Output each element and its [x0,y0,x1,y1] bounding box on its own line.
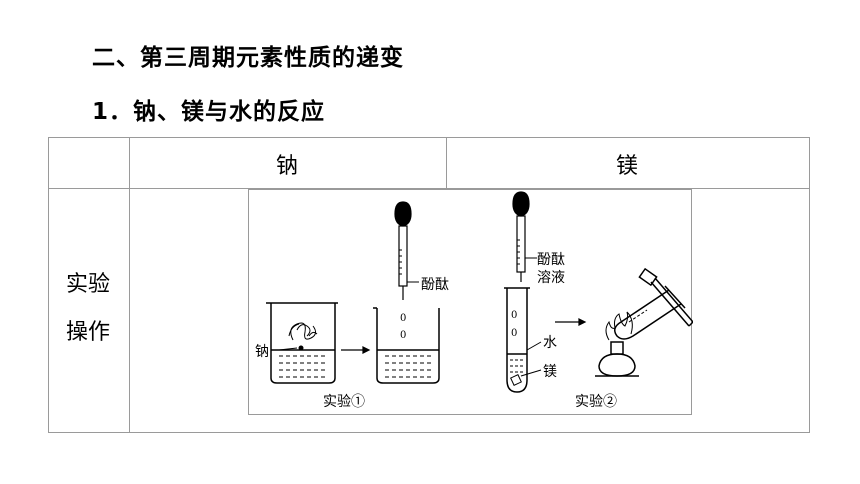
table-divider-col2 [446,137,447,189]
label-phenolphthalein: 酚酞 [421,277,449,293]
drop-1: 0 [400,313,406,324]
magnesium-leader [520,369,542,377]
beaker-sodium [266,302,338,384]
row-label-line1: 实验 [66,272,111,297]
header-sodium: 钠 [276,154,299,179]
label-water: 水 [543,335,557,351]
water-leader [526,341,542,351]
arrow-1 [341,346,371,354]
experiment-illustration: 钠 0 0 酚酞 实验① [255,191,693,410]
row-label-line2: 操作 [66,320,111,345]
label-phenol-solution-1: 酚酞 [537,252,565,268]
dropper-2 [512,191,537,282]
arrow-2 [555,318,587,326]
beaker-phenolphthalein [373,307,440,384]
test-tube-clamp [638,267,693,327]
section-heading: 二、第三周期元素性质的递变 [92,45,404,71]
drop-2: 0 [400,330,406,341]
heated-test-tube [614,285,686,340]
sodium-piece [298,345,304,351]
sodium-reaction-swirl [288,322,318,341]
label-magnesium: 镁 [543,364,557,380]
label-phenol-solution-2: 溶液 [537,270,565,286]
test-tube-magnesium [504,287,530,393]
subsection-heading: 1．钠、镁与水的反应 [92,99,326,125]
label-sodium: 钠 [255,344,269,360]
drop-3: 0 [511,310,517,321]
spirit-lamp [595,311,639,377]
caption-exp1: 实验① [323,394,365,410]
drop-4: 0 [511,328,517,339]
dropper-1 [394,201,419,300]
caption-exp2: 实验② [575,394,617,410]
table-divider-col1 [129,137,130,433]
comparison-table [48,137,810,433]
sodium-leader [278,347,298,351]
header-magnesium: 镁 [616,154,639,179]
table-divider-header [48,188,810,189]
experiment-figure: 钠 0 0 酚酞 实验① [248,189,693,415]
